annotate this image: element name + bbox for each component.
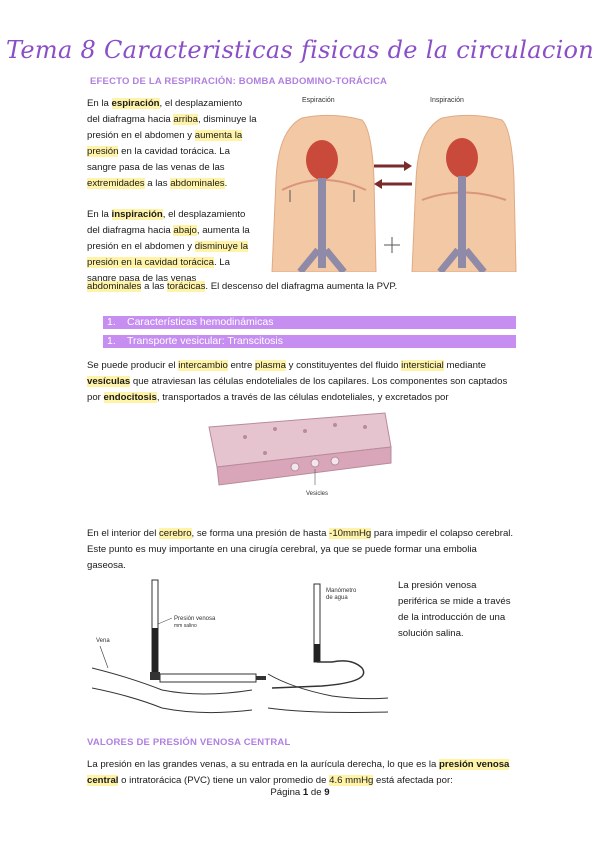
paragraph-transcitosis: Se puede producir el intercambio entre p…	[87, 360, 508, 403]
presion-venosa-label: Presión venosa	[174, 616, 216, 622]
espiracion-label: Espiración	[302, 97, 335, 104]
paragraph-cerebro: En el interior del cerebro, se forma una…	[87, 528, 514, 571]
paragraph-espiracion: En la espiración, el desplazamiento del …	[87, 98, 257, 189]
inspiracion-label: Inspiración	[430, 97, 464, 104]
vesicles-label: Vesicles	[306, 491, 328, 497]
paragraph-inspiracion-b: abdominales a las torácicas. El descenso…	[87, 281, 398, 292]
page-footer: Página 1 de 9	[270, 787, 330, 798]
section-bar-hemodinamicas: 1.Características hemodinámicas	[103, 316, 516, 329]
venous-pressure-diagram: Presión venosa mm salino Vena Manómetro …	[92, 579, 389, 714]
vena-label: Vena	[96, 638, 110, 644]
section-heading-respiracion: EFECTO DE LA RESPIRACIÓN: BOMBA ABDOMINO…	[90, 76, 388, 87]
paragraph-presion-periferica: La presión venosa periférica se mide a t…	[398, 580, 511, 639]
page-title: Tema 8 Caracteristicas fisicas de la cir…	[5, 36, 595, 64]
section-bar-transcitosis: 1.Transporte vesicular: Transcitosis	[103, 335, 516, 348]
de-agua-label: de agua	[326, 595, 348, 601]
section-heading-pvc: VALORES DE PRESIÓN VENOSA CENTRAL	[87, 737, 291, 748]
vesicle-diagram: Vesicles	[208, 412, 392, 497]
respiration-diagram: Espiración Inspiración	[271, 97, 517, 272]
paragraph-pvc: La presión en las grandes venas, a su en…	[87, 759, 510, 786]
mm-salino-label: mm salino	[174, 623, 197, 629]
paragraph-inspiracion-a: En la inspiración, el desplazamiento del…	[87, 209, 250, 284]
manometro-label: Manómetro	[326, 588, 357, 594]
